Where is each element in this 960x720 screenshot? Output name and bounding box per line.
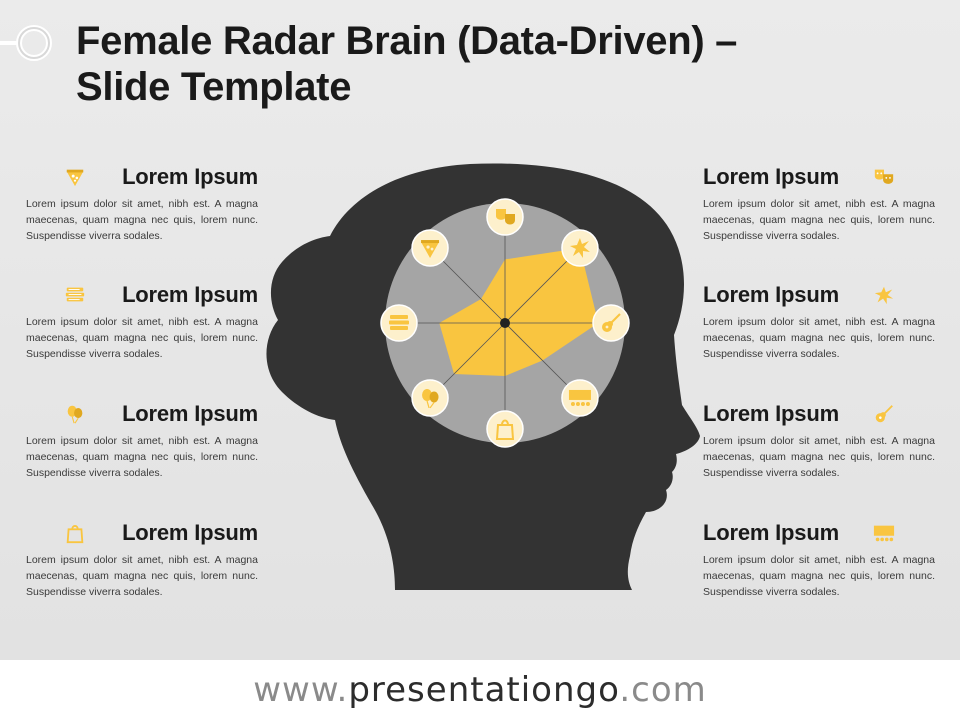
shopping-bag-icon	[66, 524, 84, 544]
left-item-2-text: Lorem ipsum dolor sit amet, nibh est. A …	[26, 316, 258, 360]
right-item-4-text: Lorem ipsum dolor sit amet, nibh est. A …	[703, 554, 935, 598]
theater-masks-icon	[874, 169, 894, 184]
paint-splash-icon	[569, 238, 590, 259]
right-item-2-heading: Lorem Ipsum	[703, 282, 839, 307]
guitar-icon	[602, 313, 621, 332]
balloons-icon	[67, 405, 83, 424]
right-item-3-text: Lorem ipsum dolor sit amet, nibh est. A …	[703, 435, 935, 479]
right-item-1-text: Lorem ipsum dolor sit amet, nibh est. A …	[703, 198, 935, 242]
cinema-icon	[568, 389, 591, 406]
left-item-1-text: Lorem ipsum dolor sit amet, nibh est. A …	[26, 198, 258, 242]
right-item-3-head: Lorem Ipsum	[703, 399, 935, 427]
left-item-3-heading: Lorem Ipsum	[122, 401, 258, 426]
radar-node-cinema-icon	[561, 379, 599, 417]
right-item-2-text: Lorem ipsum dolor sit amet, nibh est. A …	[703, 316, 935, 360]
right-item-3: Lorem Ipsum Lorem ipsum dolor sit amet, …	[703, 399, 935, 481]
radar-node-shopping-bag-icon	[486, 410, 524, 448]
theater-masks-icon	[496, 209, 515, 225]
right-item-1: Lorem Ipsum Lorem ipsum dolor sit amet, …	[703, 162, 935, 244]
right-item-2-head: Lorem Ipsum	[703, 280, 935, 308]
right-item-3-heading: Lorem Ipsum	[703, 401, 839, 426]
shopping-bag-icon	[495, 419, 515, 440]
ring-logo-icon	[0, 25, 52, 61]
pizza-icon	[66, 169, 84, 187]
radar-node-circle	[486, 410, 524, 448]
right-item-4: Lorem Ipsum Lorem ipsum dolor sit amet, …	[703, 518, 935, 600]
left-item-2-head: Lorem Ipsum	[26, 280, 258, 308]
left-item-4: Lorem Ipsum Lorem ipsum dolor sit amet, …	[26, 518, 258, 600]
right-item-4-heading: Lorem Ipsum	[703, 520, 839, 545]
left-item-2-heading: Lorem Ipsum	[122, 282, 258, 307]
guitar-icon	[875, 405, 893, 423]
left-item-4-heading: Lorem Ipsum	[122, 520, 258, 545]
slide-title: Female Radar Brain (Data-Driven) – Slide…	[76, 18, 916, 110]
radar-node-paint-splash-icon	[561, 229, 599, 267]
radar-value-polygon	[439, 248, 599, 376]
right-item-4-head: Lorem Ipsum	[703, 518, 935, 546]
head-diagram	[266, 163, 700, 590]
radar-node-books-icon	[380, 304, 418, 342]
footer-prefix: www.	[253, 670, 349, 710]
pizza-icon	[421, 240, 440, 259]
left-item-2: Lorem Ipsum Lorem ipsum dolor sit amet, …	[26, 280, 258, 362]
slide: Female Radar Brain (Data-Driven) – Slide…	[0, 0, 960, 660]
right-item-2: Lorem Ipsum Lorem ipsum dolor sit amet, …	[703, 280, 935, 362]
footer-brand: presentationgo	[348, 670, 620, 710]
radar-node-balloons-icon	[411, 379, 449, 417]
radar-node-guitar-icon	[592, 304, 630, 342]
title-line-2: Slide Template	[76, 65, 352, 109]
left-item-4-text: Lorem ipsum dolor sit amet, nibh est. A …	[26, 554, 258, 598]
balloons-icon	[422, 388, 439, 409]
footer-url: www.presentationgo.com	[0, 660, 960, 720]
title-line-1: Female Radar Brain (Data-Driven) –	[76, 19, 738, 63]
left-item-3-text: Lorem ipsum dolor sit amet, nibh est. A …	[26, 435, 258, 479]
radar-node-theater-masks-icon	[486, 198, 524, 236]
radar-node-pizza-icon	[411, 229, 449, 267]
right-item-1-head: Lorem Ipsum	[703, 162, 935, 190]
footer-suffix: .com	[619, 670, 707, 710]
left-item-1: Lorem Ipsum Lorem ipsum dolor sit amet, …	[26, 162, 258, 244]
radar-center-dot	[500, 318, 510, 328]
radar-chart	[380, 198, 630, 448]
left-item-1-head: Lorem Ipsum	[26, 162, 258, 190]
right-item-1-heading: Lorem Ipsum	[703, 164, 839, 189]
cinema-icon	[873, 525, 895, 542]
paint-splash-icon	[874, 286, 894, 305]
left-item-3-head: Lorem Ipsum	[26, 399, 258, 427]
left-item-4-head: Lorem Ipsum	[26, 518, 258, 546]
left-item-1-heading: Lorem Ipsum	[122, 164, 258, 189]
books-icon	[65, 287, 85, 302]
left-item-3: Lorem Ipsum Lorem ipsum dolor sit amet, …	[26, 399, 258, 481]
books-icon	[389, 315, 409, 330]
